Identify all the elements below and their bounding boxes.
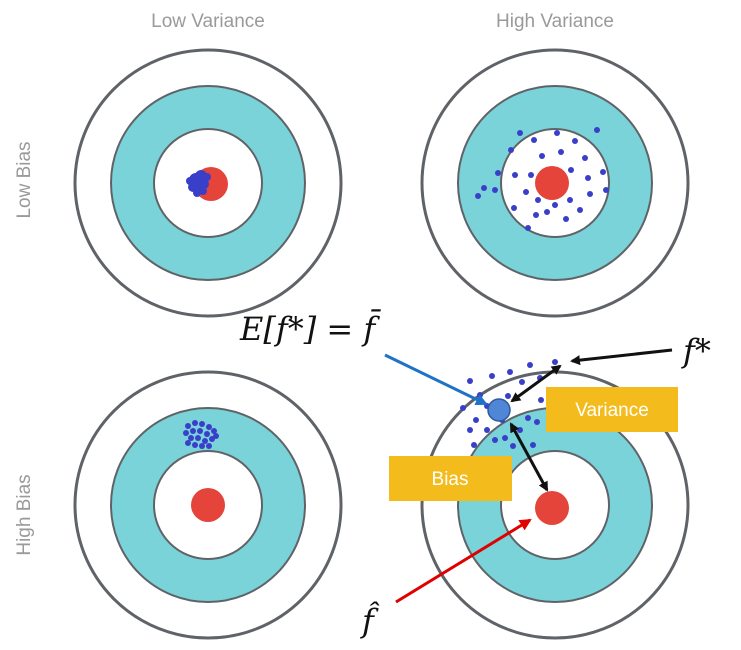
variance-double-arrow xyxy=(510,364,562,403)
sample-dots-cluster xyxy=(183,420,219,449)
f-hat-label: f̂ xyxy=(360,601,380,640)
bias-label-box: Bias xyxy=(389,456,512,501)
bullseye xyxy=(535,166,569,200)
sample-dots-scattered xyxy=(475,127,609,231)
f-hat-arrow xyxy=(395,518,532,604)
target-high-bias-low-variance xyxy=(73,370,343,640)
bullseye xyxy=(535,491,569,525)
row-label-high-bias: High Bias xyxy=(14,474,35,555)
variance-label: Variance xyxy=(575,400,649,421)
target-high-bias-high-variance xyxy=(420,359,690,640)
sample-dots-cluster xyxy=(186,170,211,197)
row-label-low-bias: Low Bias xyxy=(14,141,35,218)
bias-label: Bias xyxy=(432,469,469,490)
target-low-bias-low-variance xyxy=(73,48,343,318)
target-low-bias-high-variance xyxy=(420,48,690,318)
expectation-arrow xyxy=(384,353,488,406)
column-label-high-variance: High Variance xyxy=(496,11,614,32)
f-star-label: f* xyxy=(681,332,711,370)
expectation-label: E[f*] = f̄ xyxy=(239,309,381,348)
variance-label-box: Variance xyxy=(546,387,678,432)
f-star-arrow xyxy=(570,348,673,366)
mean-estimate-marker xyxy=(487,398,511,422)
bias-double-arrow xyxy=(509,422,549,492)
column-label-low-variance: Low Variance xyxy=(151,11,265,32)
bullseye xyxy=(191,488,225,522)
